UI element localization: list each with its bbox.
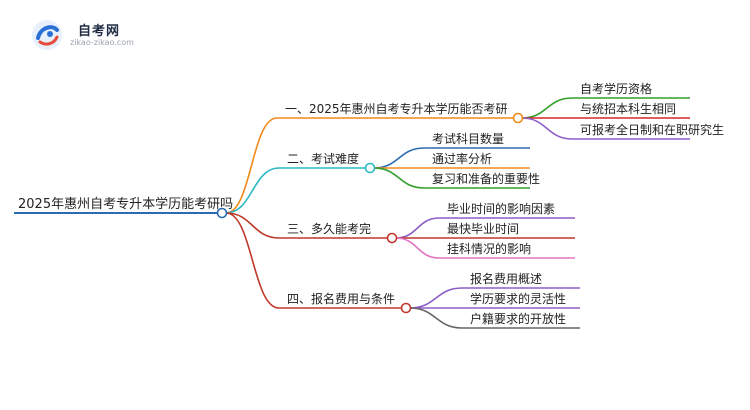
branch-link-2 (225, 167, 280, 214)
branch-link-1 (225, 117, 278, 214)
child-link-2-1 (373, 147, 425, 169)
subtopic-2-1[interactable]: 考试科目数量 (432, 131, 504, 146)
subtopic-1-2[interactable]: 与统招本科生相同 (580, 102, 676, 116)
subtopic-2-3[interactable]: 复习和准备的重要性 (432, 171, 540, 186)
subtopic-4-2[interactable]: 学历要求的灵活性 (470, 291, 566, 306)
branch-topic-2[interactable]: 二、考试难度 (287, 151, 359, 166)
subtopic-1-3[interactable]: 可报考全日制和在职研究生 (580, 122, 724, 137)
subtopic-4-3[interactable]: 户籍要求的开放性 (470, 311, 566, 326)
branch-topic-1[interactable]: 一、2025年惠州自考专升本学历能否考研 (285, 101, 508, 116)
child-link-4-3 (409, 307, 463, 329)
subtopic-3-2[interactable]: 最快毕业时间 (447, 222, 519, 236)
root-topic[interactable]: 2025年惠州自考专升本学历能考研吗 (18, 196, 233, 212)
branch-connector-3 (386, 232, 398, 244)
site-logo[interactable]: 自考网 zikao-zikao.com (30, 18, 150, 50)
child-link-4-1 (409, 287, 463, 309)
root-connector (216, 207, 228, 219)
branch-topic-4[interactable]: 四、报名费用与条件 (287, 291, 395, 306)
child-link-1-1 (521, 97, 573, 119)
branch-link-3 (225, 212, 280, 239)
child-link-3-3 (395, 237, 440, 259)
subtopic-1-1[interactable]: 自考学历资格 (580, 81, 652, 96)
mind-map-links (14, 97, 690, 329)
branch-connector-4 (400, 302, 412, 314)
subtopic-3-1[interactable]: 毕业时间的影响因素 (447, 201, 555, 216)
subtopic-3-3[interactable]: 挂科情况的影响 (447, 241, 531, 256)
branch-connector-1 (512, 112, 524, 124)
mind-map-nodes: 2025年惠州自考专升本学历能考研吗 一、2025年惠州自考专升本学历能否考研 自考… (18, 81, 724, 326)
branch-connector-2 (364, 162, 376, 174)
logo-name: 自考网 (78, 24, 121, 39)
subtopic-4-1[interactable]: 报名费用概述 (470, 271, 542, 286)
child-link-1-3 (521, 117, 573, 140)
subtopic-2-2[interactable]: 通过率分析 (432, 151, 492, 166)
branch-topic-3[interactable]: 三、多久能考完 (287, 221, 371, 236)
branch-link-4 (225, 212, 280, 309)
child-link-3-1 (395, 217, 440, 239)
child-link-2-3 (373, 167, 425, 189)
logo-mark-icon (32, 20, 62, 50)
logo-url: zikao-zikao.com (70, 38, 134, 47)
